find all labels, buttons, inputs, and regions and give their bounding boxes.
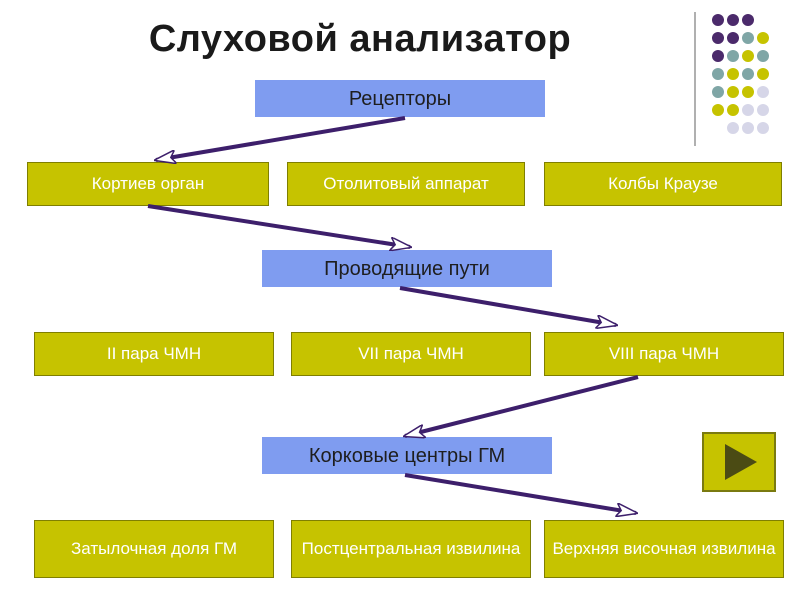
decor-dot (727, 104, 739, 116)
decor-dot (742, 50, 754, 62)
decor-dot (712, 104, 724, 116)
decor-dot (727, 86, 739, 98)
decor-dot (742, 14, 754, 26)
decor-dot (712, 14, 724, 26)
decor-dot (712, 50, 724, 62)
decorative-dots (712, 14, 769, 134)
decor-dot (727, 122, 739, 134)
arrow-corti-to-pathways (147, 204, 410, 247)
decor-dot (757, 50, 769, 62)
box-corti-organ: Кортиев орган (27, 162, 269, 206)
decor-dot (727, 50, 739, 62)
box-cranial-nerve-7: VII пара ЧМН (291, 332, 531, 376)
decor-dot (742, 68, 754, 80)
decor-dot (727, 32, 739, 44)
header-receptors: Рецепторы (255, 80, 545, 117)
header-cortical-centers: Корковые центры ГМ (262, 437, 552, 474)
header-pathways: Проводящие пути (262, 250, 552, 287)
box-cranial-nerve-2: II пара ЧМН (34, 332, 274, 376)
box-krause-bulbs: Колбы Краузе (544, 162, 782, 206)
decor-dot (757, 68, 769, 80)
decor-dot (742, 122, 754, 134)
decor-dot (742, 86, 754, 98)
box-superior-temporal-gyrus: Верхняя височная извилина (544, 520, 784, 578)
decor-dot (712, 32, 724, 44)
decor-dot (712, 68, 724, 80)
decorative-divider (694, 12, 696, 146)
slide-title: Слуховой анализатор (148, 18, 572, 60)
decor-dot (742, 104, 754, 116)
decor-dot (727, 14, 739, 26)
decor-dot (757, 104, 769, 116)
arrow-pathways-to-nerve8 (399, 286, 616, 325)
decor-dot (742, 32, 754, 44)
decor-dot (712, 86, 724, 98)
decor-dot (757, 32, 769, 44)
decor-dot (727, 68, 739, 80)
box-otolith-apparatus: Отолитовый аппарат (287, 162, 525, 206)
next-slide-button[interactable] (702, 432, 776, 492)
decor-dot (757, 122, 769, 134)
box-occipital-lobe: Затылочная доля ГМ (34, 520, 274, 578)
box-postcentral-gyrus: Постцентральная извилина (291, 520, 531, 578)
play-icon (725, 444, 757, 480)
arrow-nerve8-to-cortex (405, 375, 639, 436)
arrow-cortex-to-temporal (404, 473, 636, 513)
decor-dot (757, 86, 769, 98)
box-cranial-nerve-8: VIII пара ЧМН (544, 332, 784, 376)
arrow-receptors-to-corti (156, 116, 406, 160)
